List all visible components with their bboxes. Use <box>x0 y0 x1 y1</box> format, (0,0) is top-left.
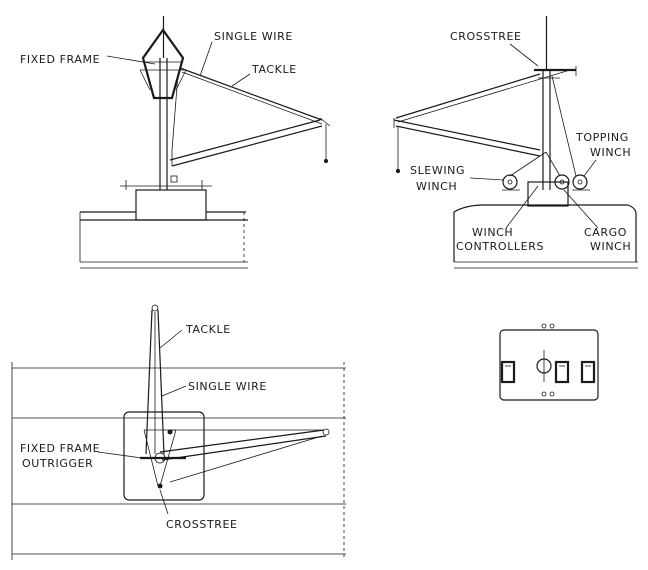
side-cargo-label: CARGO <box>584 226 627 239</box>
plan-tackle-leader <box>159 329 183 349</box>
front-single-wire-leader <box>199 41 213 77</box>
side-derrick-boom <box>393 118 541 174</box>
side-slewing-label: SLEWING <box>410 164 465 177</box>
front-fixed-frame <box>139 28 187 100</box>
side-slewing-winch-label: WINCH <box>416 180 457 193</box>
side-winch-controllers-label-2: CONTROLLERS <box>456 240 544 253</box>
plan-view: TACKLE SINGLE WIRE FIXED FRAME OUTRIGGER… <box>11 304 346 560</box>
side-cargo-winch-label: WINCH <box>590 240 631 253</box>
plan-crosstree-label: CROSSTREE <box>166 518 238 531</box>
front-wires <box>171 67 323 151</box>
plan-crosstree-leader <box>159 489 169 515</box>
front-mast-house <box>135 189 207 221</box>
plan-boom-right <box>159 428 330 483</box>
side-crosstree <box>534 66 577 79</box>
plan-boom-upper <box>145 304 165 455</box>
side-crosstree-leader <box>509 43 539 67</box>
plan-fixed-frame-label: FIXED FRAME <box>20 442 100 455</box>
plan-outrigger-label: OUTRIGGER <box>22 457 93 470</box>
side-elevation-view: CROSSTREE TOPPING WINCH SLEWING WINCH WI… <box>393 16 638 269</box>
front-elevation-view: FIXED FRAME SINGLE WIRE TACKLE <box>20 16 331 269</box>
side-topping-winch-label: WINCH <box>590 146 631 159</box>
front-fixed-frame-leader <box>106 55 156 65</box>
plan-deck-outline <box>11 362 346 560</box>
side-slewing-winch <box>502 174 520 191</box>
side-topping-winch-leader <box>583 159 597 177</box>
front-tackle-leader <box>231 73 251 87</box>
plan-fixed-frame-outrigger <box>140 429 186 489</box>
detail-winch-left <box>500 360 516 384</box>
side-wires <box>395 69 577 177</box>
front-mast <box>159 16 178 190</box>
plan-tackle-label: TACKLE <box>185 323 231 336</box>
detail-winch-right <box>580 360 596 384</box>
mast-house-plan-detail <box>499 323 599 401</box>
side-crosstree-label: CROSSTREE <box>450 30 522 43</box>
side-mast <box>542 16 551 190</box>
side-winch-controllers-leader <box>505 185 539 229</box>
side-topping-label: TOPPING <box>575 131 629 144</box>
plan-mast-house <box>123 411 205 501</box>
side-deck <box>453 204 638 269</box>
front-tackle-label: TACKLE <box>251 63 297 76</box>
side-cargo-winch <box>554 174 570 190</box>
side-mast-base <box>527 181 569 207</box>
plan-single-wire-label: SINGLE WIRE <box>188 380 267 393</box>
plan-fixed-frame-leader <box>97 451 143 459</box>
front-derrick-boom <box>169 117 331 167</box>
side-slewing-winch-leader <box>469 177 505 181</box>
front-fixed-frame-label: FIXED FRAME <box>20 53 100 66</box>
front-single-wire-label: SINGLE WIRE <box>214 30 293 43</box>
plan-single-wire-leader <box>161 385 187 397</box>
side-winch-controllers-label-1: WINCH <box>472 226 513 239</box>
side-cargo-winch-leader <box>563 189 599 229</box>
side-topping-winch <box>572 174 590 191</box>
detail-winch-centre <box>554 360 570 384</box>
detail-mast-house-outline <box>499 329 599 401</box>
